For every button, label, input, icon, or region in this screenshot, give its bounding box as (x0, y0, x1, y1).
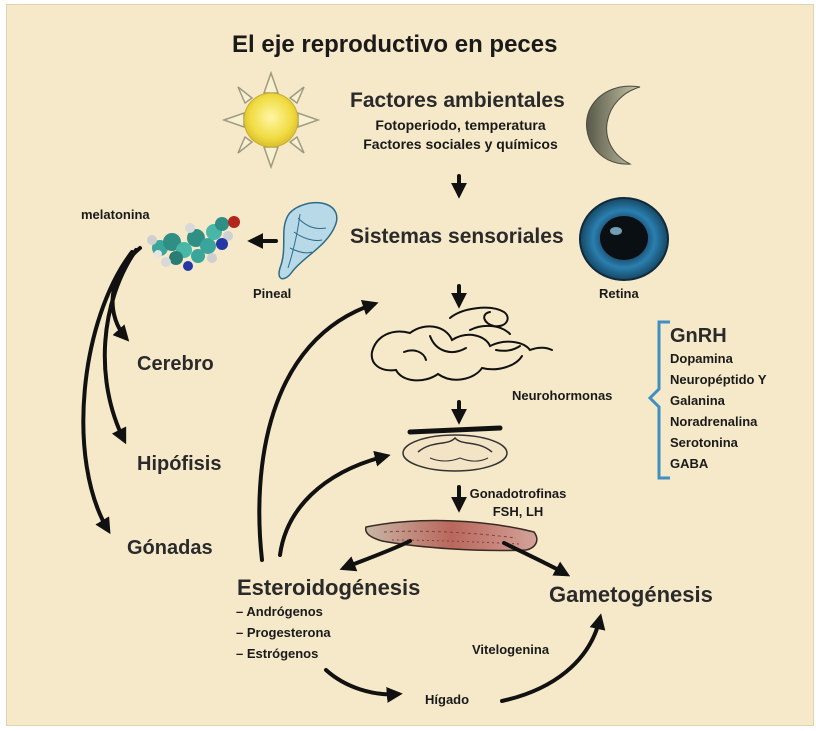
neurohormone-gaba: GABA (670, 457, 708, 471)
melatonin-label: melatonina (81, 208, 150, 222)
neurohormone-gnrh: GnRH (670, 325, 727, 347)
neurohormone-bracket (650, 322, 670, 478)
neurohormone-noradrenalina: Noradrenalina (670, 415, 757, 429)
pineal-label: Pineal (253, 287, 291, 301)
target-hipofisis: Hipófisis (137, 453, 221, 475)
neurohormones-label: Neurohormonas (512, 389, 612, 403)
pituitary-gland-icon (403, 428, 507, 471)
sensory-systems-label: Sistemas sensoriales (350, 225, 564, 248)
diagram-title: El eje reproductivo en peces (232, 32, 557, 58)
target-cerebro: Cerebro (137, 353, 214, 375)
neurohormone-serotonina: Serotonina (670, 436, 738, 450)
steroidogenesis-heading: Esteroidogénesis (237, 576, 420, 600)
melatonin-molecule-icon (147, 216, 240, 271)
steroid-estrogenos: – Estrógenos (236, 647, 318, 661)
pineal-organ-icon (279, 203, 337, 279)
moon-icon (587, 86, 640, 164)
retina-eye-icon (580, 198, 668, 280)
steroid-androgenos: – Andrógenos (236, 605, 323, 619)
environment-line-2: Factores sociales y químicos (340, 137, 581, 152)
neurohormone-neuropeptido-y: Neuropéptido Y (670, 373, 767, 387)
neurohormone-galanina: Galanina (670, 394, 725, 408)
liver-label: Hígado (425, 693, 469, 707)
sun-icon (224, 73, 318, 167)
steroid-progesterona: – Progesterona (236, 626, 331, 640)
neurohormone-dopamina: Dopamina (670, 352, 733, 366)
gametogenesis-heading: Gametogénesis (549, 583, 713, 607)
gonadotropins-line-1: Gonadotrofinas (462, 487, 574, 501)
gonadotropins-line-2: FSH, LH (462, 505, 574, 519)
fish-brain-icon (372, 308, 552, 381)
vitellogenin-label: Vitelogenina (472, 643, 549, 657)
target-gonadas: Gónadas (127, 537, 213, 559)
environment-line-1: Fotoperiodo, temperatura (350, 118, 571, 133)
retina-label: Retina (599, 287, 639, 301)
environment-heading: Factores ambientales (350, 89, 565, 112)
